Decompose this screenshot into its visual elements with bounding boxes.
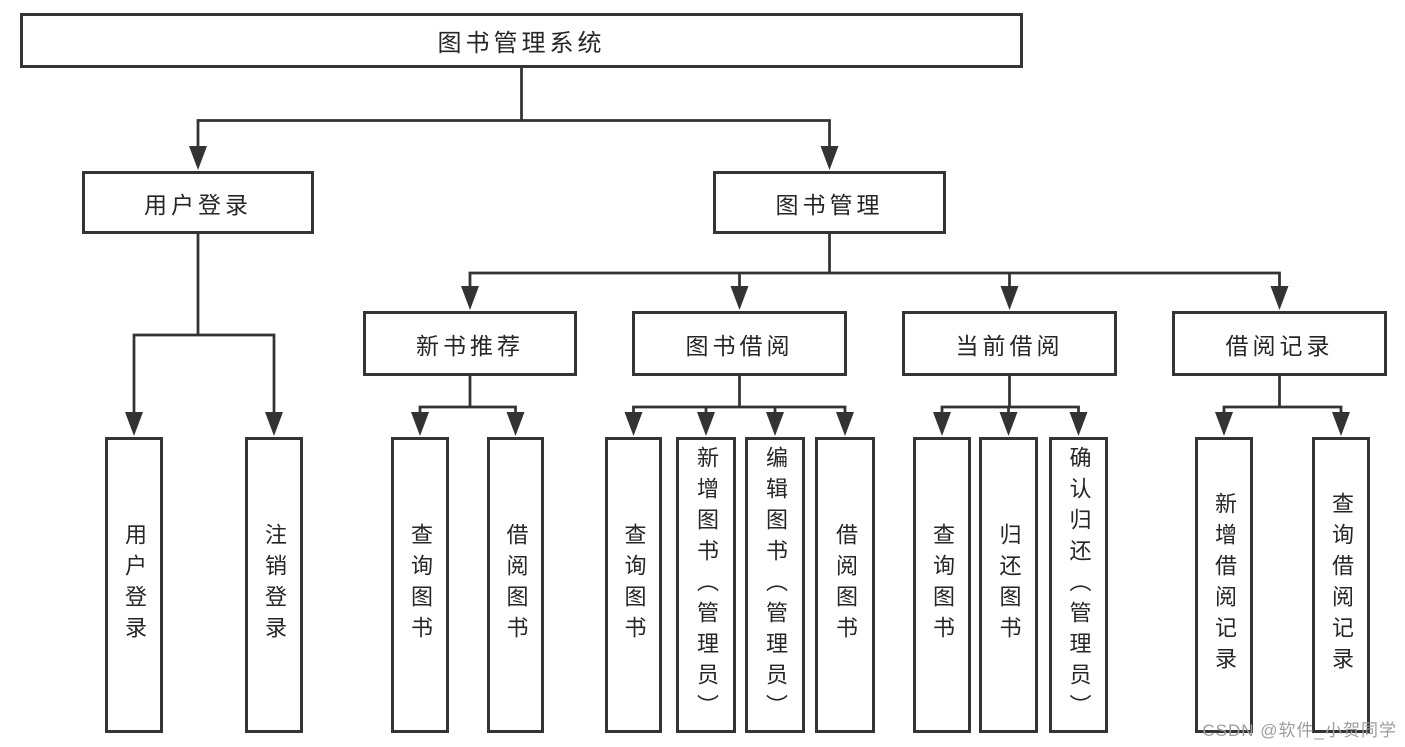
node-label: 新增图书（管理员） <box>694 445 719 725</box>
node-label: 确认归还（管理员） <box>1066 445 1092 725</box>
node-label: 借阅图书 <box>503 523 529 647</box>
leaf-query-books-current: 查询图书 <box>913 437 971 733</box>
node-library-system: 图书管理系统 <box>20 13 1023 68</box>
node-label: 归还图书 <box>996 523 1022 647</box>
leaf-confirm-return-admin: 确认归还（管理员） <box>1049 437 1108 733</box>
node-book-borrowing: 图书借阅 <box>632 311 847 376</box>
node-label: 查询图书 <box>621 523 647 647</box>
leaf-logout: 注销登录 <box>245 437 303 733</box>
leaf-borrow-books-recommend: 借阅图书 <box>487 437 544 733</box>
node-new-book-recommend: 新书推荐 <box>363 311 577 376</box>
node-label: 查询图书 <box>930 523 955 647</box>
node-current-borrowing: 当前借阅 <box>902 311 1117 376</box>
node-label: 查询图书 <box>408 523 433 647</box>
node-borrowing-records: 借阅记录 <box>1172 311 1387 376</box>
csdn-watermark: CSDN @软件_小贺同学 <box>1202 721 1397 740</box>
leaf-user-login: 用户登录 <box>105 437 163 733</box>
node-label: 用户登录 <box>122 523 147 647</box>
node-label: 图书管理系统 <box>437 30 606 57</box>
node-label: 图书借阅 <box>685 332 794 359</box>
node-label: 查询借阅记录 <box>1329 492 1354 678</box>
tree-edges <box>132 68 1343 414</box>
node-label: 当前借阅 <box>955 332 1064 359</box>
leaf-add-books-admin: 新增图书（管理员） <box>676 437 736 733</box>
node-label: 借阅记录 <box>1225 332 1334 359</box>
leaf-edit-books-admin: 编辑图书（管理员） <box>745 437 805 733</box>
leaf-query-borrow-record: 查询借阅记录 <box>1312 437 1370 733</box>
node-label: 注销登录 <box>262 523 287 647</box>
node-label: 编辑图书（管理员） <box>763 445 788 725</box>
leaf-return-books: 归还图书 <box>979 437 1038 733</box>
node-label: 新书推荐 <box>416 332 524 359</box>
leaf-query-books-recommend: 查询图书 <box>391 437 449 733</box>
node-book-management: 图书管理 <box>713 171 946 234</box>
node-user-login: 用户登录 <box>82 171 314 234</box>
arrowheads <box>125 146 1350 436</box>
leaf-borrow-books: 借阅图书 <box>815 437 875 733</box>
node-label: 用户登录 <box>144 191 252 218</box>
leaf-add-borrow-record: 新增借阅记录 <box>1195 437 1253 733</box>
node-label: 图书管理 <box>775 191 884 218</box>
leaf-query-books-borrowing: 查询图书 <box>605 437 662 733</box>
node-label: 新增借阅记录 <box>1212 492 1237 678</box>
node-label: 借阅图书 <box>833 523 858 647</box>
